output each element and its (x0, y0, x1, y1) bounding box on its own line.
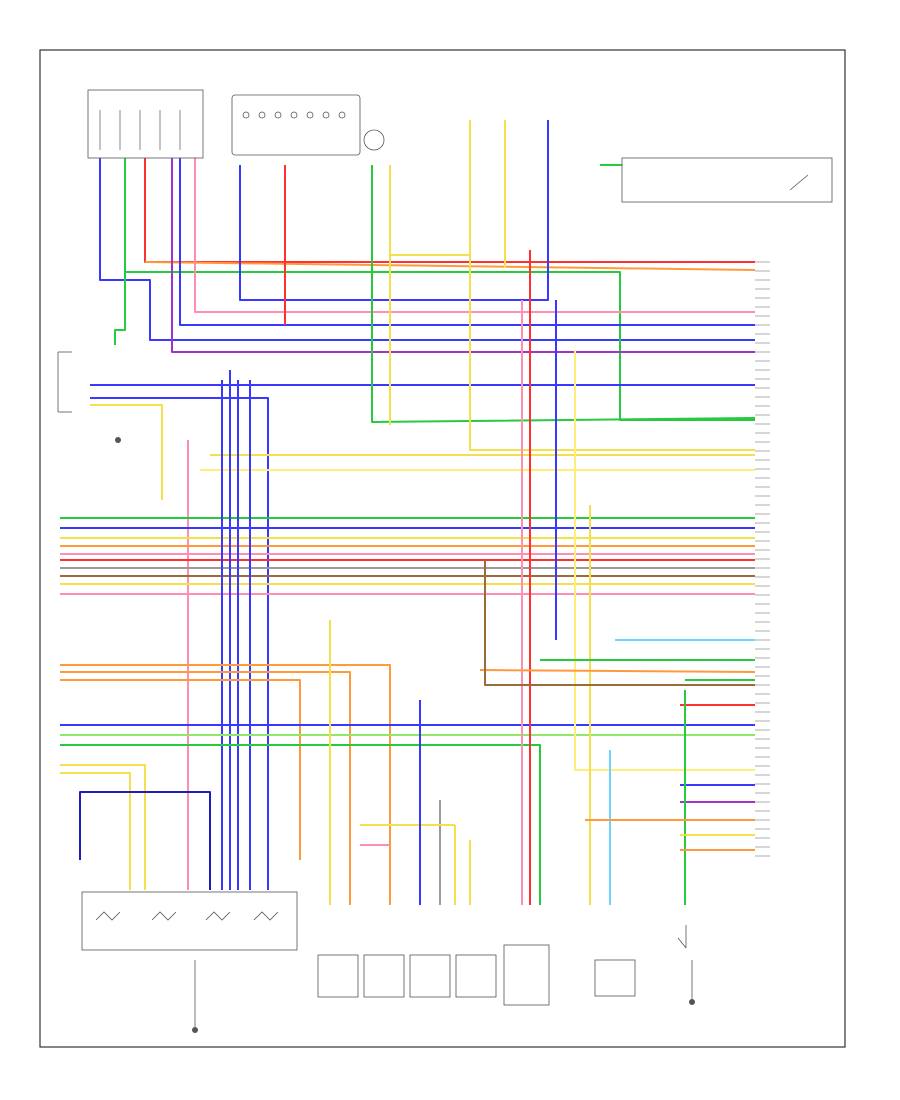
relay-switch (789, 174, 809, 191)
wire-orange (144, 261, 756, 271)
wire-pink (194, 158, 755, 313)
ground-symbols (192, 960, 693, 1033)
wire-orange (60, 671, 351, 905)
wire-yellow (90, 404, 163, 500)
brake-switch (677, 925, 695, 1005)
wire-light-yellow (574, 350, 755, 771)
wire-yellow (60, 764, 146, 890)
wire-green (114, 158, 126, 345)
shift-solenoid-assembly (81, 891, 298, 951)
wire-dark-blue (79, 791, 211, 890)
wire-orange (60, 679, 301, 860)
module-connector-terminals (99, 110, 181, 150)
solenoid-symbols (95, 911, 279, 921)
wire-purple (171, 158, 755, 353)
wire-blue (239, 120, 549, 301)
speed-sensor-group (317, 944, 550, 1006)
pressure-switch-box (594, 959, 636, 997)
wire-blue (99, 158, 755, 341)
wire-yellow (60, 772, 131, 890)
wire-green (60, 744, 541, 905)
range-switch-box (231, 94, 361, 156)
wire-brown (484, 560, 755, 686)
wire-orange (60, 664, 391, 905)
sensor-symbol (363, 129, 385, 151)
left-switch-assembly (57, 351, 121, 443)
wire-green (371, 165, 756, 423)
transmission-control-module-box (87, 89, 204, 159)
wire-layer (60, 120, 800, 905)
ecm-connector-pins (755, 261, 770, 857)
wire-orange (479, 669, 756, 673)
wire-blue (90, 397, 269, 890)
relay-box (621, 157, 833, 203)
diagram-frame (39, 49, 846, 1048)
wire-yellow (469, 120, 755, 451)
range-switch-contacts (242, 111, 346, 119)
wire-blue (179, 158, 755, 326)
